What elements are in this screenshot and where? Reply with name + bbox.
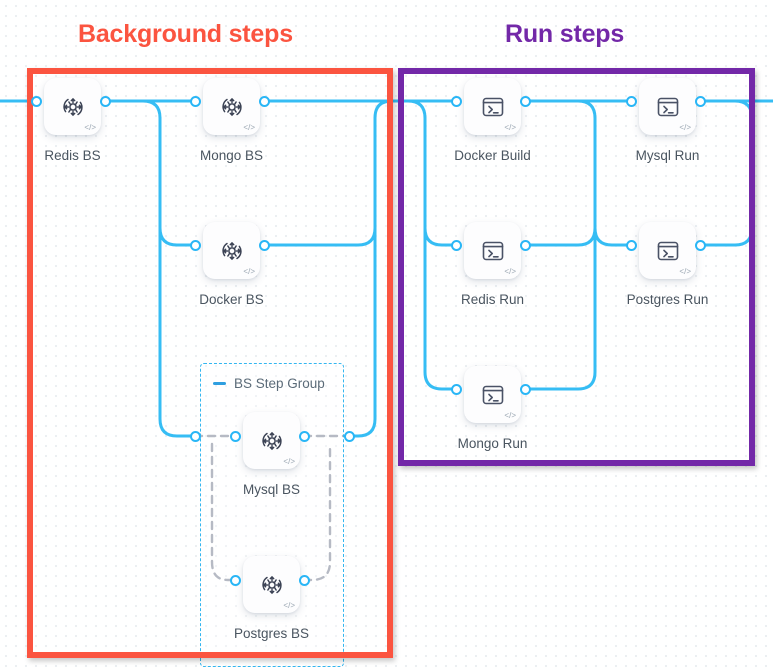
- gear-sync-icon: [221, 97, 242, 116]
- bs-step-group[interactable]: BS Step Group: [200, 363, 344, 667]
- node-docker-build[interactable]: </>: [464, 78, 521, 135]
- edge-redis-bs-to-bs-step-group: [158, 116, 197, 438]
- node-label-mongo-bs: Mongo BS: [199, 148, 264, 163]
- node-label-postgres-bs: Postgres BS: [233, 626, 310, 641]
- code-badge: </>: [679, 267, 691, 276]
- edge-postgres-bs-to-group-out: [302, 442, 332, 582]
- edge-group-in-to-postgres-bs: [210, 442, 237, 582]
- edge-docker-build-to-mongo-run: [523, 116, 597, 391]
- bs-step-group-label: BS Step Group: [234, 376, 325, 391]
- edge-redis-run-to-postgres-run: [593, 226, 633, 247]
- port-mysql-bs-out[interactable]: [298, 430, 310, 442]
- edge-bs-step-group-to-docker-build: [347, 116, 377, 438]
- port-mongo-run-out[interactable]: [519, 383, 531, 395]
- port-redis-bs-in[interactable]: [30, 95, 42, 107]
- node-mongo-bs[interactable]: </>: [203, 78, 260, 135]
- port-bs-step-group-in[interactable]: [189, 430, 201, 442]
- node-redis-run[interactable]: </>: [464, 222, 521, 279]
- code-badge: </>: [283, 457, 295, 466]
- run-steps-title: Run steps: [505, 20, 625, 48]
- port-redis-run-out[interactable]: [519, 239, 531, 251]
- bs-step-group-header[interactable]: BS Step Group: [213, 376, 325, 391]
- port-postgres-run-out[interactable]: [694, 239, 706, 251]
- background-steps-title: Background steps: [78, 20, 293, 48]
- gear-sync-icon: [261, 431, 282, 450]
- run-steps-frame[interactable]: [398, 68, 755, 466]
- node-label-docker-bs: Docker BS: [199, 292, 264, 307]
- port-docker-bs-out[interactable]: [258, 239, 270, 251]
- port-postgres-run-in[interactable]: [625, 239, 637, 251]
- node-redis-bs[interactable]: </>: [44, 78, 101, 135]
- node-mysql-run[interactable]: </>: [639, 78, 696, 135]
- gear-sync-icon: [221, 241, 242, 260]
- port-docker-build-in[interactable]: [450, 95, 462, 107]
- port-mysql-run-out[interactable]: [694, 95, 706, 107]
- code-badge: </>: [283, 601, 295, 610]
- node-label-redis-run: Redis Run: [460, 292, 525, 307]
- node-docker-bs[interactable]: </>: [203, 222, 260, 279]
- code-badge: </>: [84, 123, 96, 132]
- node-label-mongo-run: Mongo Run: [457, 436, 528, 451]
- terminal-icon: [657, 241, 678, 260]
- node-label-postgres-run: Postgres Run: [626, 292, 709, 307]
- edge-trunk-left-run-top: [406, 99, 427, 120]
- code-badge: </>: [243, 123, 255, 132]
- port-postgres-bs-in[interactable]: [229, 574, 241, 586]
- code-badge: </>: [504, 411, 516, 420]
- node-label-docker-build: Docker Build: [454, 148, 531, 163]
- port-mongo-run-in[interactable]: [450, 383, 462, 395]
- edge-trunk-left-run-2: [423, 116, 458, 391]
- port-mongo-bs-out[interactable]: [258, 95, 270, 107]
- port-postgres-bs-out[interactable]: [298, 574, 310, 586]
- code-badge: </>: [679, 123, 691, 132]
- gear-sync-icon: [261, 575, 282, 594]
- node-mongo-run[interactable]: </>: [464, 366, 521, 423]
- background-steps-frame[interactable]: [27, 68, 393, 658]
- code-badge: </>: [243, 267, 255, 276]
- code-badge: </>: [504, 123, 516, 132]
- terminal-icon: [657, 97, 678, 116]
- terminal-icon: [482, 385, 503, 404]
- node-label-redis-bs: Redis BS: [44, 148, 101, 163]
- port-docker-bs-in[interactable]: [189, 239, 201, 251]
- node-label-mysql-run: Mysql Run: [635, 148, 700, 163]
- port-mysql-bs-in[interactable]: [229, 430, 241, 442]
- port-mysql-run-in[interactable]: [625, 95, 637, 107]
- terminal-icon: [482, 241, 503, 260]
- port-redis-bs-out[interactable]: [99, 95, 111, 107]
- terminal-icon: [482, 97, 503, 116]
- port-bs-step-group-out[interactable]: [343, 430, 355, 442]
- gear-sync-icon: [62, 97, 83, 116]
- node-label-mysql-bs: Mysql BS: [242, 482, 300, 497]
- node-postgres-bs[interactable]: </>: [243, 556, 300, 613]
- minus-icon[interactable]: [213, 382, 226, 385]
- code-badge: </>: [504, 267, 516, 276]
- port-redis-run-in[interactable]: [450, 239, 462, 251]
- node-postgres-run[interactable]: </>: [639, 222, 696, 279]
- port-mongo-bs-in[interactable]: [189, 95, 201, 107]
- port-docker-build-out[interactable]: [519, 95, 531, 107]
- node-mysql-bs[interactable]: </>: [243, 412, 300, 469]
